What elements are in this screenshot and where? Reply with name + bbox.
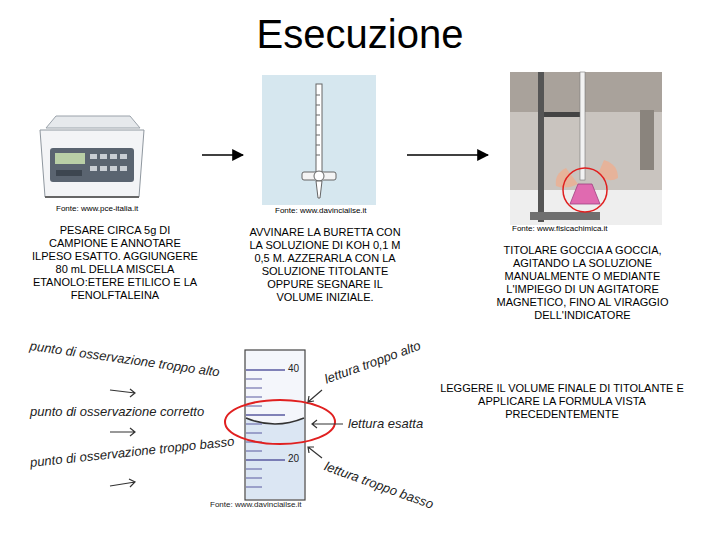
titration-photo (598, 160, 618, 180)
cylinder-drawing (246, 418, 304, 499)
view-point-label: punto di osservazione troppo basso (29, 434, 235, 470)
burette-picture (314, 171, 324, 181)
step-block: LEGGERE IL VOLUME FINALE DI TITOLANTE E … (428, 382, 696, 421)
burette-picture (262, 75, 376, 205)
cylinder-drawing (110, 350, 343, 500)
titration-photo (640, 110, 654, 170)
reading-label: lettura troppo basso (322, 458, 435, 511)
burette-picture (316, 181, 322, 198)
burette-picture (316, 155, 320, 156)
source-credit: Fonte: www.fisicachimica.it (490, 224, 675, 234)
step-description: AVVINARE LA BURETTA CON LA SOLUZIONE DI … (245, 226, 405, 304)
source-credit: Fonte: www.pce-italia.it (30, 204, 200, 214)
balance-picture (120, 154, 127, 159)
burette-picture (262, 75, 376, 205)
balance-picture (120, 166, 127, 171)
cylinder-drawing (308, 390, 322, 402)
cylinder-drawing (246, 418, 304, 424)
burette-picture (302, 172, 336, 180)
slide-title: Esecuzione (0, 10, 720, 58)
titration-photo (510, 72, 662, 225)
cylinder-drawing (246, 379, 262, 380)
step-block: Fonte: www.pce-italia.itPESARE CIRCA 5g … (30, 110, 200, 302)
cylinder-drawing (246, 406, 262, 407)
flow-arrow (407, 154, 488, 156)
balance-picture (100, 154, 107, 159)
burette-picture (316, 95, 320, 96)
balance-picture (40, 130, 144, 197)
balance-picture (45, 196, 139, 198)
titration-photo (570, 184, 600, 204)
cylinder-drawing (246, 388, 262, 389)
reading-label: lettura esatta (348, 416, 423, 431)
burette-picture (316, 115, 320, 116)
titration-photo (544, 112, 584, 117)
cylinder-drawing (225, 400, 335, 444)
cylinder-drawing (110, 479, 135, 487)
step-description: LEGGERE IL VOLUME FINALE DI TITOLANTE E … (428, 382, 696, 421)
cylinder-drawing (308, 447, 322, 458)
cylinder-drawing (246, 459, 285, 460)
source-credit: Fonte: www.davinciailse.it (245, 206, 405, 216)
cylinder-drawing (312, 420, 343, 428)
balance-picture (90, 166, 97, 171)
balance-picture (100, 166, 107, 171)
cylinder-drawing (246, 487, 262, 488)
titration-photo (510, 72, 662, 225)
cylinder-drawing (110, 428, 135, 436)
titration-photo (510, 72, 662, 112)
flow-arrow (202, 154, 243, 156)
balance-picture (46, 116, 140, 128)
balance-picture (110, 154, 117, 159)
source-credit: Fonte: www.davinciailse.it (210, 500, 302, 509)
step-description: TITOLARE GOCCIA A GOCCIA, AGITANDO LA SO… (490, 244, 675, 322)
reading-label: lettura troppo alto (322, 338, 422, 387)
cylinder-drawing (246, 451, 262, 452)
burette-picture (316, 145, 320, 146)
titration-photo (563, 168, 607, 212)
cylinder-drawing (246, 478, 262, 479)
burette-picture (316, 84, 322, 172)
burette-picture (316, 135, 320, 136)
balance-picture (90, 154, 97, 159)
view-point-label: punto di osservazione troppo alto (29, 338, 221, 380)
step-description: PESARE CIRCA 5g DI CAMPIONE E ANNOTARE I… (30, 224, 200, 302)
cylinder-drawing (246, 414, 285, 415)
balance-picture (40, 116, 144, 197)
cylinder-drawing (246, 433, 262, 434)
view-point-label: punto di osservazione corretto (30, 404, 204, 419)
cylinder-drawing (246, 469, 262, 470)
balance-picture (55, 153, 85, 164)
burette-picture (316, 125, 320, 126)
cylinder-drawing (246, 397, 262, 398)
balance-picture (110, 166, 117, 171)
burette-picture (316, 105, 320, 106)
step-block: Fonte: www.davinciailse.itAVVINARE LA BU… (245, 72, 405, 304)
cylinder-drawing (245, 350, 305, 500)
scale-number: 20 (288, 453, 299, 464)
cylinder-drawing (246, 424, 262, 425)
balance-picture (56, 170, 82, 176)
titration-photo (530, 212, 600, 220)
titration-photo (538, 72, 544, 222)
scale-number: 40 (288, 363, 299, 374)
titration-photo (580, 72, 585, 180)
balance-picture (50, 148, 134, 182)
cylinder-drawing (110, 389, 135, 397)
step-block: Fonte: www.fisicachimica.itTITOLARE GOCC… (490, 70, 675, 322)
cylinder-drawing (246, 369, 285, 370)
